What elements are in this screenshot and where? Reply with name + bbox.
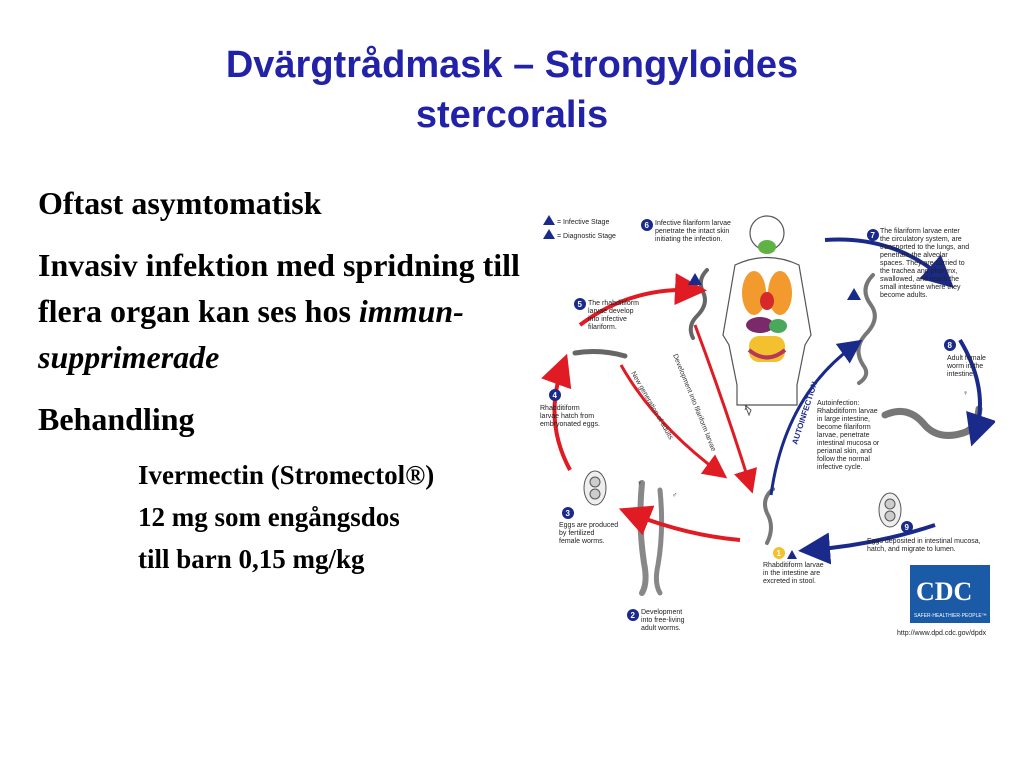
step-badge-7 [867, 229, 879, 241]
caption-step-1: Rhabditiform larvae in the intestine are… [763, 562, 826, 585]
step-number-7: 7 [871, 231, 876, 240]
arrow-stool-to-free-living [618, 505, 741, 542]
title-line-1: Dvärgtrådmask – Strongyloides [225, 44, 799, 86]
eggs-group-9 [878, 492, 902, 528]
egg-9a-core [884, 498, 896, 510]
male-symbol: ♂ [672, 492, 677, 499]
step-badge-1 [773, 547, 785, 559]
step-badge-5 [574, 298, 586, 310]
cdc-logo-text: CDC [916, 577, 972, 606]
cdc-tagline: SAFER·HEALTHIER·PEOPLE™ [914, 613, 987, 619]
adult-female-worm [881, 405, 983, 439]
free-living-female-worm [637, 480, 649, 596]
step-badge-3 [562, 507, 574, 519]
left-lung [742, 271, 766, 315]
bullet-invasive-text: Invasiv infektion med spridning till fle… [38, 247, 520, 329]
step-badge-4 [549, 389, 561, 401]
step-number-2: 2 [631, 611, 636, 620]
arrow-development-filariform [693, 324, 757, 494]
title-line-2: stercoralis [415, 94, 609, 136]
egg-3a [583, 470, 607, 506]
filariform-larva-circulation [856, 273, 877, 385]
bullet-invasive-infection: Invasiv infektion med spridning till fle… [38, 242, 528, 380]
rhabditiform-larva-5 [572, 349, 628, 359]
egg-9a [878, 492, 902, 528]
bullet-list: Oftast asymtomatisk Invasiv infektion me… [38, 180, 528, 580]
arrow-skin-to-lungs [824, 237, 954, 289]
arrow-eggs-to-larvae [541, 353, 572, 471]
throat-organ [758, 240, 776, 254]
step-badge-6 [641, 219, 653, 231]
diagnostic-marker [787, 550, 797, 559]
arrow-eggs-to-lumen [798, 523, 936, 565]
infective-marker-circulation [847, 288, 861, 300]
caption-step-9: Eggs deposited in intestinal mucosa, hat… [867, 538, 983, 553]
treatment-details: Ivermectin (Stromectol®) 12 mg som engån… [138, 454, 528, 580]
bullet-treatment: Behandling [38, 401, 195, 437]
caption-step-2: Development into free-living adult worms… [641, 609, 687, 632]
arrow-larvae-to-filariform [578, 273, 707, 327]
caption-step-7: The filariform larvae enter the circulat… [880, 228, 971, 299]
caption-step-3: Eggs are produced by fertilized female w… [559, 522, 620, 545]
new-generation-label: New generation of adults [629, 371, 674, 442]
rhabditiform-larva-stool [763, 487, 775, 545]
eggs-group-3 [583, 470, 607, 506]
free-living-cycle-arrows [541, 273, 757, 542]
human-body-figure [722, 215, 812, 417]
arrow-autoinfection [769, 339, 863, 496]
step-badge-9 [901, 521, 913, 533]
step-badges: 1 2 3 4 5 6 7 8 9 [549, 219, 956, 621]
treatment-drug: Ivermectin (Stromectol®) [138, 460, 435, 490]
step-number-4: 4 [553, 391, 558, 400]
step-number-9: 9 [905, 523, 910, 532]
step-number-3: 3 [566, 509, 571, 518]
egg-9b-core [884, 510, 896, 522]
bullet-asymptomatic: Oftast asymtomatisk [38, 185, 322, 221]
caption-step-4: Rhabditiform larvae hatch from embryonat… [540, 405, 600, 428]
legend-diagnostic-label: = Diagnostic Stage [557, 233, 616, 240]
step-number-1: 1 [777, 549, 782, 558]
cdc-url: http://www.dpd.cdc.gov/dpdx [897, 630, 987, 637]
parasitic-cycle-arrows [769, 237, 995, 565]
life-cycle-svg: = Infective Stage = Diagnostic Stage [540, 215, 995, 637]
step-number-5: 5 [578, 300, 583, 309]
arrow-new-generation [619, 364, 728, 479]
stomach [769, 319, 787, 333]
right-lung [768, 271, 792, 315]
bullet-immunosuppressed: immun-supprimerade [38, 293, 464, 375]
leg-hint [744, 404, 752, 417]
colon [747, 348, 787, 360]
treatment-child-dose: till barn 0,15 mg/kg [138, 544, 365, 574]
step-number-8: 8 [948, 341, 953, 350]
caption-step-6: Infective filariform larvae penetrate th… [655, 220, 733, 243]
diagnostic-stage-icon [543, 229, 555, 239]
life-cycle-diagram: = Infective Stage = Diagnostic Stage [535, 205, 995, 645]
female-symbol: ♀ [637, 480, 642, 487]
egg-3b-core [589, 488, 601, 500]
caption-step-5: The rhabditiform larvae develop into inf… [588, 300, 641, 331]
egg-3a-core [589, 476, 601, 488]
liver [746, 317, 774, 333]
step-badge-2 [627, 609, 639, 621]
arrow-lungs-to-intestine [958, 338, 995, 447]
treatment-adult-dose: 12 mg som engångsdos [138, 502, 400, 532]
heart [760, 292, 774, 310]
cdc-logo-box [910, 565, 990, 623]
caption-autoinfection: Autoinfection: Rhabditiform larvae in la… [817, 400, 881, 471]
step-number-6: 6 [645, 221, 650, 230]
infective-marker-skin [688, 273, 702, 285]
adult-female-symbol: ♀ [963, 390, 968, 397]
slide-title: Dvärgtrådmask – Strongyloides stercorali… [60, 40, 964, 140]
caption-step-8: Adult female worm in the intestine. [946, 355, 988, 378]
legend: = Infective Stage = Diagnostic Stage [543, 215, 616, 240]
cdc-logo: CDC SAFER·HEALTHIER·PEOPLE™ http://www.d… [897, 565, 990, 637]
legend-infective-label: = Infective Stage [557, 219, 609, 226]
infective-stage-icon [543, 215, 555, 225]
free-living-male-worm [653, 487, 665, 596]
step-badge-8 [944, 339, 956, 351]
